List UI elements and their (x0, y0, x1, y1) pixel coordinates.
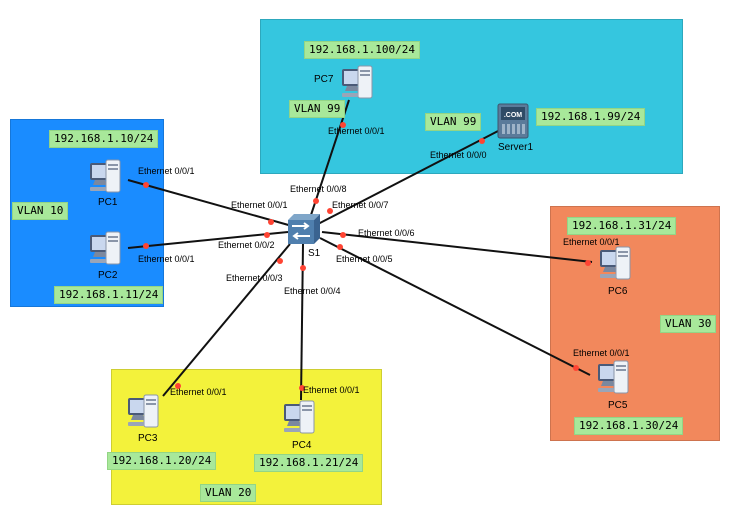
pc2-ip: 192.168.1.11/24 (54, 286, 164, 304)
server-badge: .COM (504, 112, 522, 119)
switch-icon[interactable] (284, 212, 322, 251)
link-pc2-s1 (127, 231, 289, 249)
pc1-name: PC1 (98, 197, 118, 208)
pc7-name: PC7 (314, 74, 334, 85)
s1-port-7: Ethernet 0/0/7 (332, 200, 389, 210)
pc4-name: PC4 (292, 440, 312, 451)
pc4-port-label: Ethernet 0/0/1 (303, 385, 360, 395)
s1-port-6: Ethernet 0/0/6 (358, 228, 415, 238)
port-dot (143, 243, 149, 249)
port-dot (585, 260, 591, 266)
pc5-icon[interactable] (596, 358, 632, 401)
pc7-icon[interactable] (340, 63, 376, 106)
s1-port-4: Ethernet 0/0/4 (284, 286, 341, 296)
vlan99-pc-label: VLAN 99 (289, 100, 346, 118)
s1-port-1: Ethernet 0/0/1 (231, 200, 288, 210)
port-dot (340, 122, 346, 128)
pc1-icon[interactable] (88, 157, 124, 200)
port-dot (337, 244, 343, 250)
port-dot (277, 258, 283, 264)
server1-icon[interactable]: .COM (497, 103, 529, 144)
s1-port-3: Ethernet 0/0/3 (226, 273, 283, 283)
port-dot (573, 365, 579, 371)
pc2-name: PC2 (98, 270, 118, 281)
link-pc6-s1 (321, 231, 593, 263)
vlan20-zone (111, 369, 382, 505)
s1-port-5: Ethernet 0/0/5 (336, 254, 393, 264)
server1-ip: 192.168.1.99/24 (536, 108, 646, 126)
link-server1-s1 (317, 129, 501, 225)
pc3-name: PC3 (138, 433, 158, 444)
port-dot (300, 265, 306, 271)
pc5-ip: 192.168.1.30/24 (574, 417, 684, 435)
link-pc3-s1 (162, 243, 291, 397)
port-dot (327, 208, 333, 214)
s1-port-8: Ethernet 0/0/8 (290, 184, 347, 194)
port-dots (143, 122, 591, 391)
pc2-icon[interactable] (88, 229, 124, 272)
port-dot (313, 198, 319, 204)
vlan99-server-label: VLAN 99 (425, 113, 482, 131)
pc3-port-label: Ethernet 0/0/1 (170, 387, 227, 397)
server1-port-label: Ethernet 0/0/0 (430, 150, 487, 160)
vlan30-label: VLAN 30 (660, 315, 717, 333)
port-dot (299, 385, 305, 391)
pc6-name: PC6 (608, 286, 628, 297)
port-dot (340, 232, 346, 238)
pc7-port-label: Ethernet 0/0/1 (328, 126, 385, 136)
pc7-ip: 192.168.1.100/24 (304, 41, 420, 59)
port-dot (268, 219, 274, 225)
server1-name: Server1 (498, 142, 534, 153)
pc6-icon[interactable] (598, 244, 634, 287)
pc5-name: PC5 (608, 400, 628, 411)
port-dot (264, 232, 270, 238)
vlan10-label: VLAN 10 (12, 202, 69, 220)
pc2-port-label: Ethernet 0/0/1 (138, 254, 195, 264)
pc6-ip: 192.168.1.31/24 (567, 217, 677, 235)
port-dot (143, 182, 149, 188)
port-dot (479, 138, 485, 144)
vlan20-label: VLAN 20 (200, 484, 257, 502)
pc3-icon[interactable] (126, 392, 162, 435)
pc6-port-label: Ethernet 0/0/1 (563, 237, 620, 247)
port-dot (175, 383, 181, 389)
pc5-port-label: Ethernet 0/0/1 (573, 348, 630, 358)
pc4-ip: 192.168.1.21/24 (254, 454, 364, 472)
pc4-icon[interactable] (282, 398, 318, 441)
pc3-ip: 192.168.1.20/24 (107, 452, 217, 470)
link-pc5-s1 (319, 237, 591, 376)
pc1-port-label: Ethernet 0/0/1 (138, 166, 195, 176)
link-pc1-s1 (127, 179, 293, 227)
s1-name: S1 (308, 248, 321, 259)
s1-port-2: Ethernet 0/0/2 (218, 240, 275, 250)
pc1-ip: 192.168.1.10/24 (49, 130, 159, 148)
